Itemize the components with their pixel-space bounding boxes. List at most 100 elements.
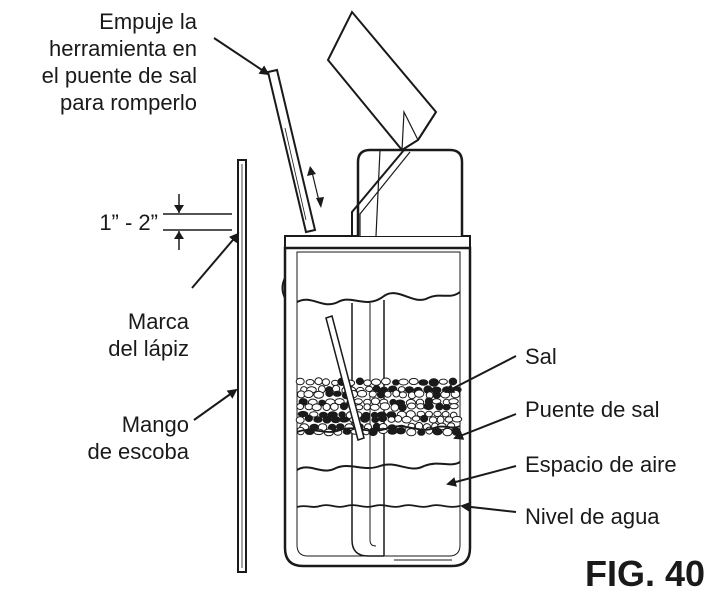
salt-pellet <box>325 389 334 398</box>
broom-handle <box>237 159 247 573</box>
figure-label: FIG. 40 <box>585 553 706 594</box>
salt-pellet <box>371 416 380 423</box>
salt-pellet <box>339 402 349 411</box>
arrow-push-tool <box>213 37 270 76</box>
salt-pellet <box>441 411 450 418</box>
salt-pellet <box>406 428 417 437</box>
figure-label-clip: FIG. 40 <box>575 552 715 592</box>
label-broom-handle-line-1: Mango <box>121 412 189 437</box>
salt-pellet <box>435 402 444 411</box>
salt-pellet <box>449 403 459 410</box>
salt-pellet <box>442 427 453 437</box>
salt-bridge-bottom <box>296 425 461 433</box>
label-pencil-mark-line-2: del lápiz <box>108 336 189 361</box>
salt-pellet <box>305 379 315 386</box>
salt-pellet <box>428 378 439 387</box>
label-air-space: Espacio de aire <box>525 452 677 477</box>
salt-pellet <box>442 404 451 411</box>
salt-pellet <box>401 415 412 424</box>
push-tool <box>266 68 324 234</box>
water-softener-salt-bridge-diagram <box>163 10 517 573</box>
salt-pellet <box>440 390 451 399</box>
salt-pellet <box>392 379 400 386</box>
salt-pellet <box>387 428 398 435</box>
arrow-pencil-mark <box>191 232 240 289</box>
salt-pellet <box>360 414 370 423</box>
salt-pellet <box>338 416 350 423</box>
salt-pellet <box>438 378 448 385</box>
label-measure: 1” - 2” <box>99 210 158 235</box>
salt-pellet <box>295 416 305 424</box>
salt-pellet <box>411 415 421 422</box>
salt-pellet <box>451 415 463 423</box>
salt-pellet <box>379 402 391 411</box>
salt-pellet <box>416 403 425 410</box>
salt-pellet <box>433 410 442 418</box>
salt-pellet <box>357 389 368 398</box>
salt-pellet <box>311 403 322 412</box>
salt-pellet <box>321 378 330 387</box>
arrow-water-level <box>460 501 517 513</box>
tool-in-tank <box>325 315 365 441</box>
label-broom-handle-line-2: de escoba <box>87 439 189 464</box>
salt-pellet <box>448 377 458 386</box>
salt-pellet <box>372 385 381 393</box>
salt-pellet <box>420 414 429 423</box>
label-salt: Sal <box>525 344 557 369</box>
salt-pellet <box>444 416 454 423</box>
salt-pellet <box>398 391 407 399</box>
salt-pellet <box>376 390 385 399</box>
salt-pellet <box>370 397 380 406</box>
label-push-tool-line-2: herramienta en <box>49 36 197 61</box>
salt-pellet <box>451 427 461 436</box>
salt-pellet <box>368 390 377 398</box>
salt-pellet <box>432 428 443 436</box>
arrow-salt-bridge <box>453 413 517 440</box>
salt-pellet <box>390 403 400 412</box>
salt-pellet <box>303 390 314 399</box>
salt-pellet <box>313 390 325 399</box>
salt-top-surface <box>296 291 461 306</box>
salt-pellet <box>418 379 429 386</box>
salt-pellet <box>363 379 372 387</box>
salt-pellet <box>332 390 342 397</box>
salt-pellet <box>378 414 388 423</box>
air-space-surface <box>296 461 461 472</box>
salt-pellet <box>381 377 391 386</box>
salt-pellet <box>408 377 419 386</box>
salt-pellet <box>387 416 396 423</box>
arrow-air-space <box>446 465 517 487</box>
label-pencil-mark-line-1: Marca <box>127 309 189 334</box>
label-push-tool-line-3: el puente de sal <box>41 63 197 88</box>
salt-pellet <box>432 391 442 399</box>
label-push-tool: Empuje la herramienta en el puente de sa… <box>0 8 197 116</box>
softener-control-head <box>351 148 464 237</box>
salt-pellet <box>368 427 378 437</box>
salt-pellet <box>363 403 371 411</box>
salt-pellet <box>414 389 425 398</box>
arrow-broom-handle <box>193 388 238 421</box>
salt-pellet <box>322 403 331 411</box>
leader-arrows <box>191 37 517 513</box>
water-level-line <box>296 504 461 508</box>
open-salt-lid <box>326 10 438 152</box>
salt-pellet <box>395 427 406 435</box>
salt-pellet <box>296 403 305 410</box>
label-push-tool-line-1: Empuje la <box>99 9 197 34</box>
salt-pellet <box>398 378 409 386</box>
salt-pellet <box>370 378 382 386</box>
salt-pellet <box>304 414 313 423</box>
salt-pellet <box>383 390 392 398</box>
salt-pellet <box>297 410 309 418</box>
salt-pellet <box>355 377 364 386</box>
measurement-marks <box>163 194 232 250</box>
salt-pellet <box>392 389 401 398</box>
label-broom-handle: Mango de escoba <box>40 411 189 465</box>
salt-pellet <box>428 416 438 424</box>
arrow-salt <box>444 355 517 393</box>
salt-pellet <box>394 415 403 423</box>
label-salt-bridge: Puente de sal <box>525 397 660 422</box>
salt-pellet <box>330 402 339 411</box>
salt-pellet <box>314 377 323 386</box>
label-water-level: Nivel de agua <box>525 504 660 529</box>
